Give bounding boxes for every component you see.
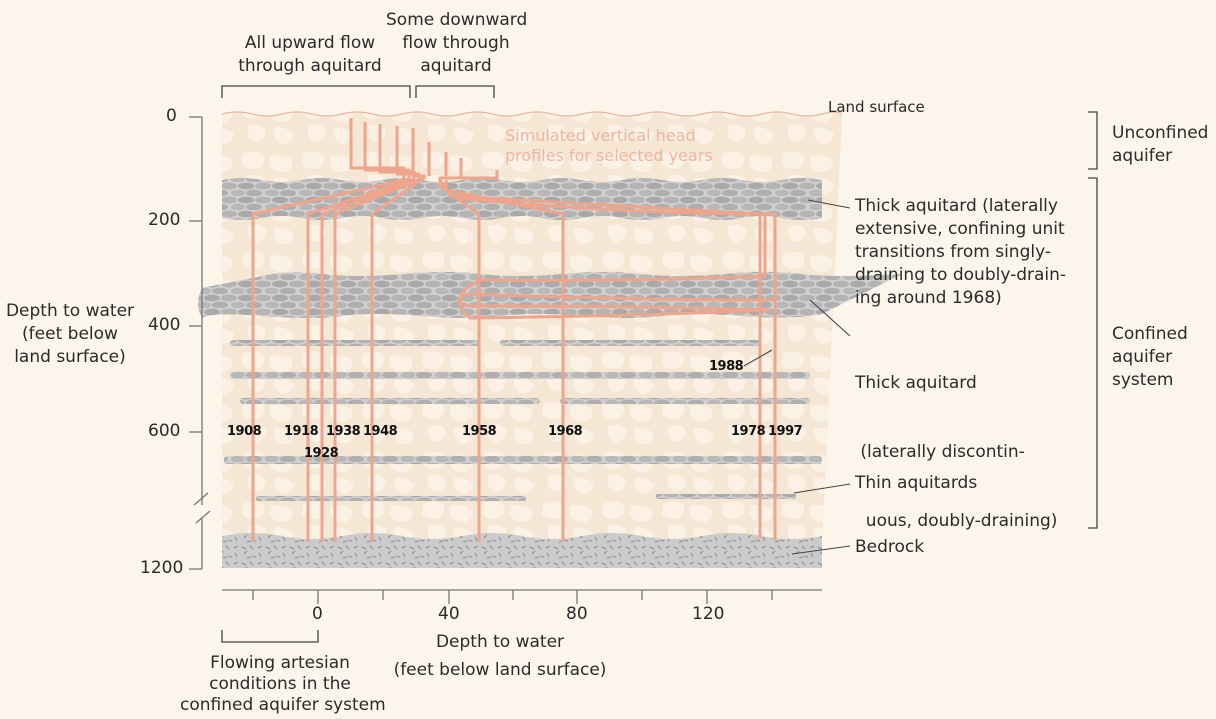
y-tick-600: 600 xyxy=(148,421,181,441)
x-tick-120: 120 xyxy=(692,604,725,624)
thick-aquitard-lower xyxy=(198,272,902,318)
callout-leaders xyxy=(743,199,851,555)
simulated-profiles-label: Simulated vertical head profiles for sel… xyxy=(505,126,713,165)
unconfined-aquifer-label: Unconfined aquifer xyxy=(1112,123,1209,166)
year-1978: 1978 xyxy=(731,424,766,439)
y-tick-200: 200 xyxy=(148,210,181,230)
year-1938: 1938 xyxy=(326,424,361,439)
y-axis xyxy=(189,116,211,570)
y-axis-title: Depth to water (feet below land surface) xyxy=(5,301,135,367)
sediment-block xyxy=(222,112,842,548)
bedrock-callout: Bedrock xyxy=(855,537,925,557)
confined-aquifer-label: Confined aquifer system xyxy=(1112,324,1188,390)
artesian-label: Flowing artesian conditions in the confi… xyxy=(180,653,386,715)
x-tick-0: 0 xyxy=(312,604,323,624)
x-axis-title: Depth to water (feet below land surface) xyxy=(393,632,607,680)
year-1958: 1958 xyxy=(462,424,497,439)
year-1968: 1968 xyxy=(548,424,583,439)
brackets xyxy=(221,85,1098,643)
thick-aquitard-1-callout: Thick aquitard (laterally extensive, con… xyxy=(855,196,1067,308)
thin-aquitards-callout: Thin aquitards xyxy=(855,473,978,493)
land-surface-label: Land surface xyxy=(828,98,925,116)
y-tick-400: 400 xyxy=(148,315,181,335)
year-1918: 1918 xyxy=(284,424,319,439)
year-1908: 1908 xyxy=(227,424,262,439)
year-1988: 1988 xyxy=(709,359,744,374)
head-profiles xyxy=(251,118,777,542)
year-1928: 1928 xyxy=(304,446,339,461)
x-tick-40: 40 xyxy=(438,604,460,624)
y-tick-1200: 1200 xyxy=(140,558,184,578)
downward-flow-label: Some downward flow through aquitard xyxy=(386,10,528,76)
year-1948: 1948 xyxy=(363,424,398,439)
year-1997: 1997 xyxy=(768,424,803,439)
upward-flow-label: All upward flow through aquitard xyxy=(238,33,382,76)
x-axis xyxy=(222,589,822,604)
y-tick-0: 0 xyxy=(166,106,177,126)
land-surface-line xyxy=(221,111,843,117)
x-tick-80: 80 xyxy=(566,604,588,624)
thick-aquitard-2-callout: Thick aquitard (laterally discontin- uou… xyxy=(855,373,1058,531)
